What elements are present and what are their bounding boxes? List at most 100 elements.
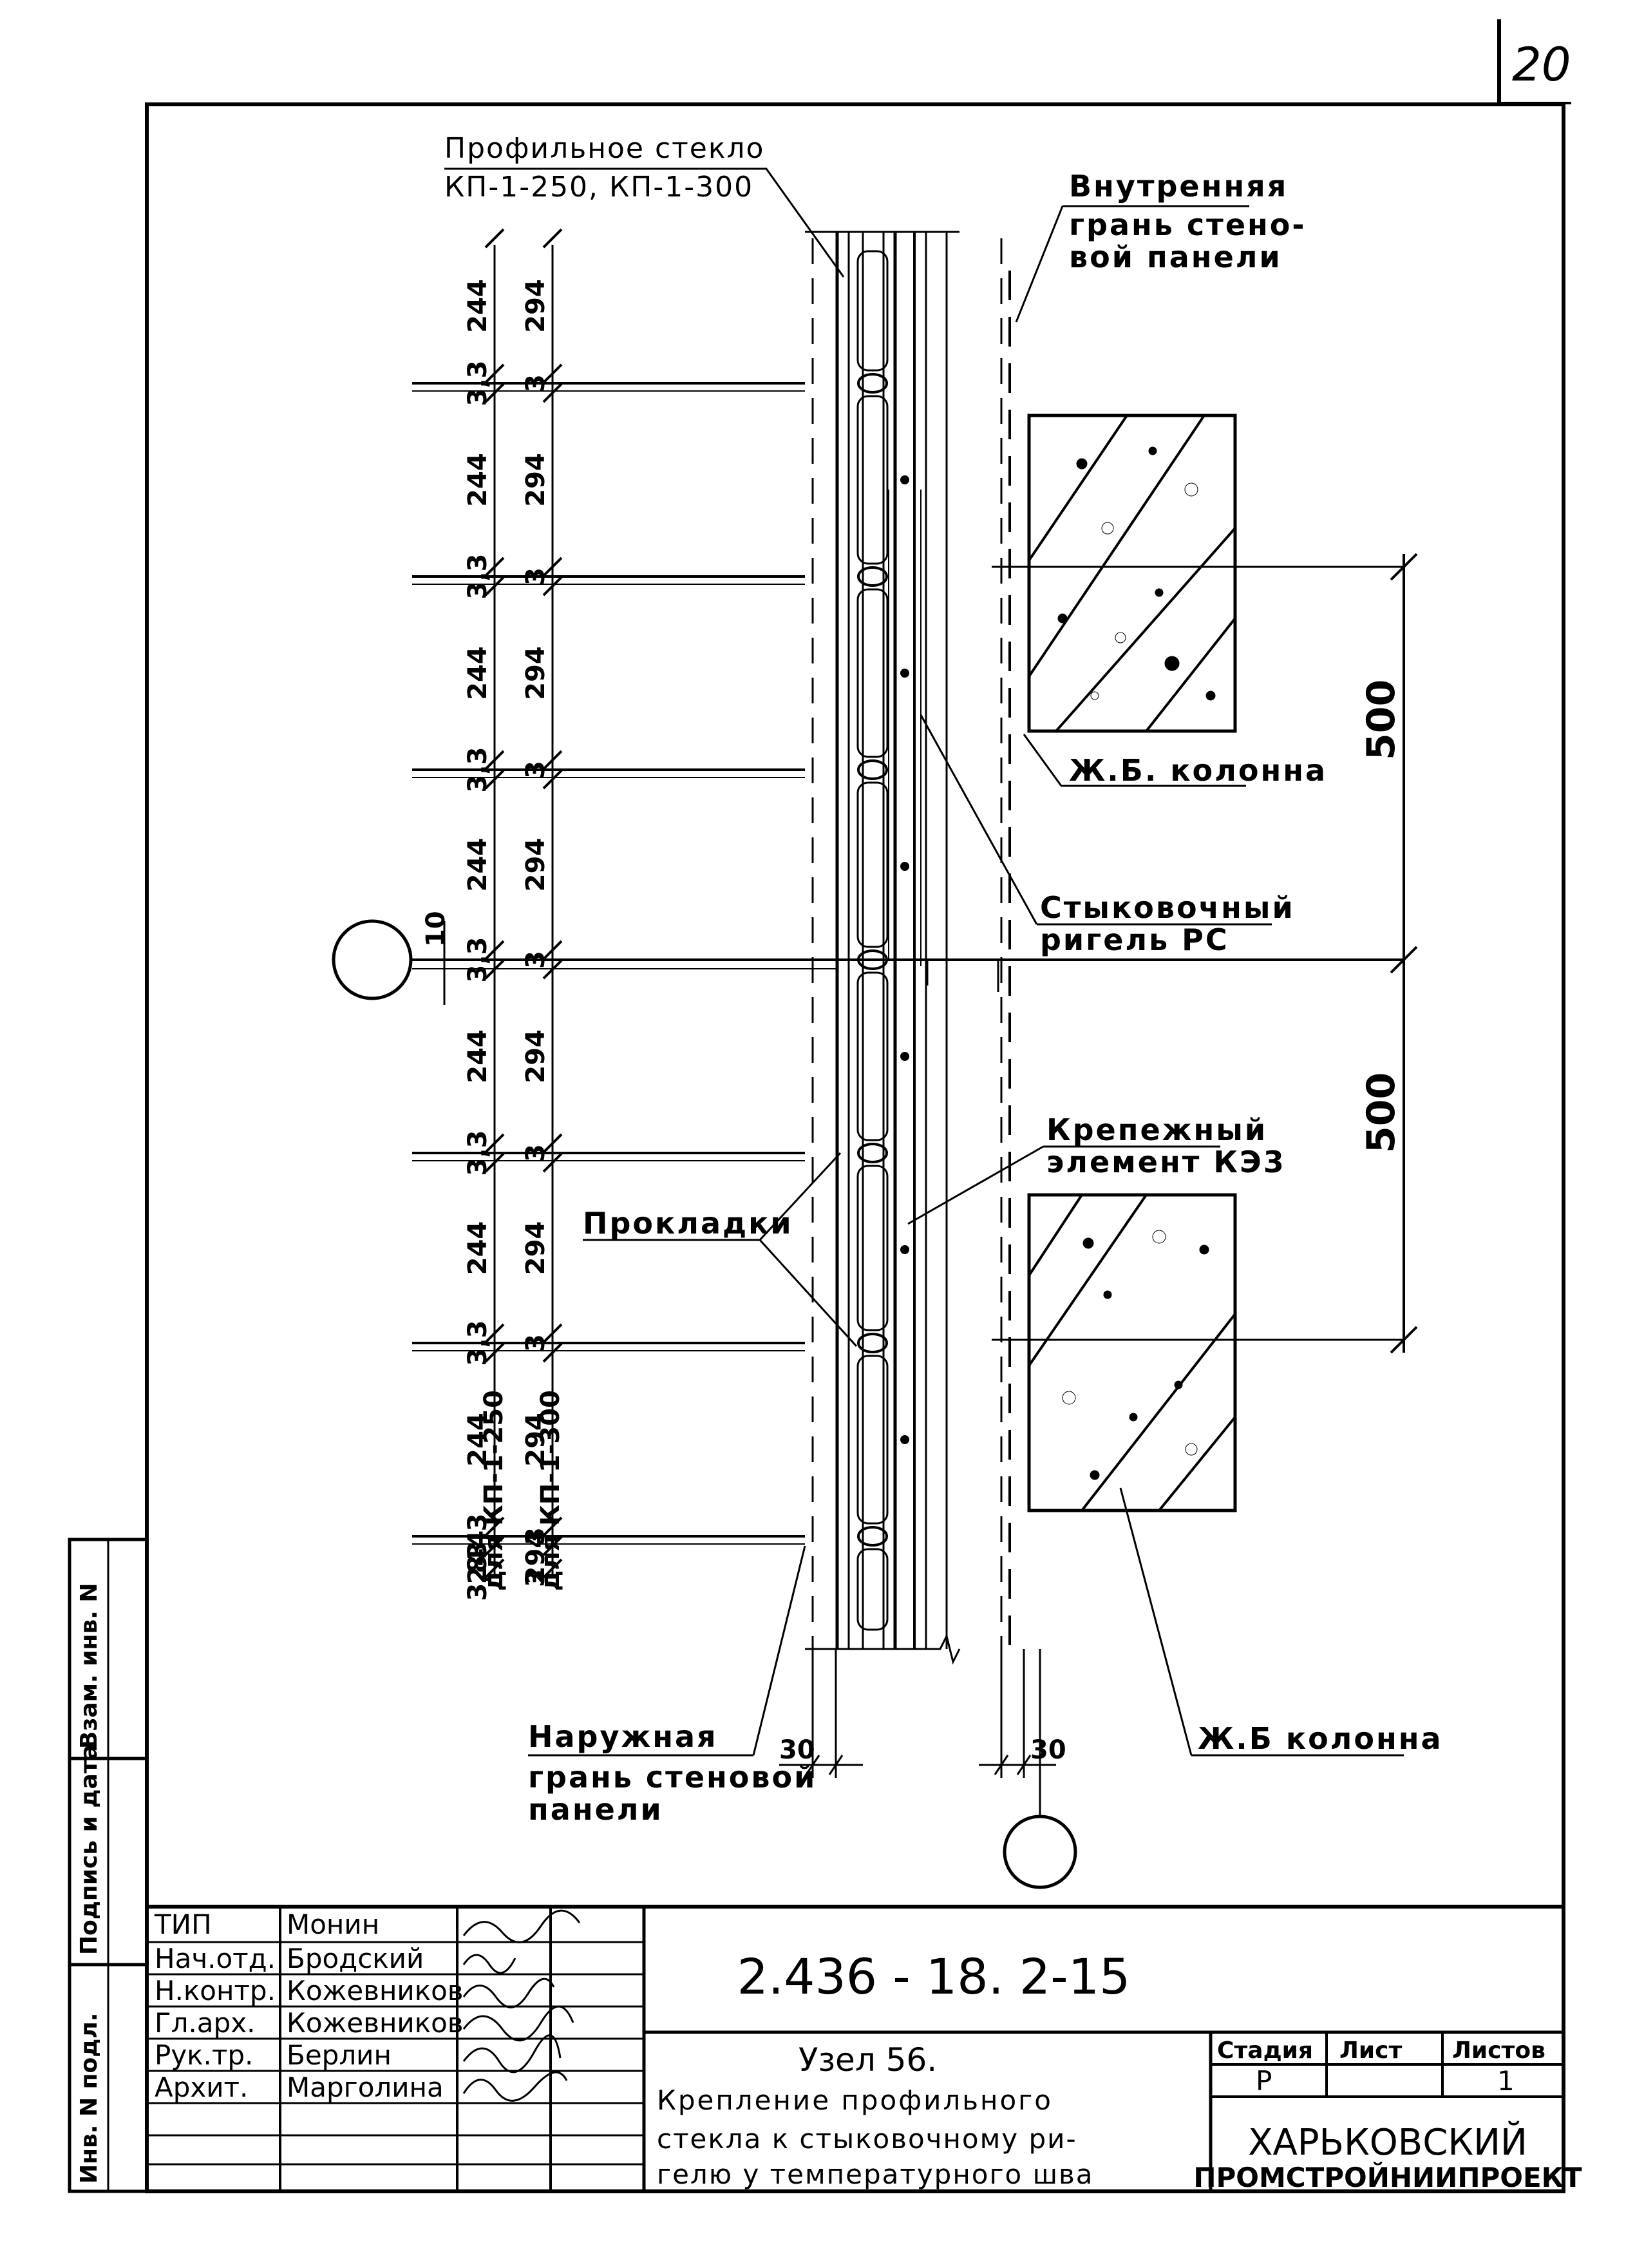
glass-assembly <box>805 231 1003 1665</box>
dimension-tick <box>484 576 505 596</box>
span-2-value: 500 <box>1359 1072 1404 1153</box>
dimension-tick <box>542 769 563 790</box>
fastener-dot <box>900 1052 909 1061</box>
dimension-tick <box>542 576 563 596</box>
label-profile-glass: Профильное стекло <box>444 132 764 165</box>
glass-cells <box>856 250 889 1631</box>
dimension-value: 294 <box>521 1221 551 1275</box>
fastener-dot <box>900 862 909 871</box>
stamp-inv-no: Инв. N подл. <box>76 2013 102 2184</box>
fastener-dots <box>900 475 909 1444</box>
title-line-1: Крепление профильного <box>657 2084 1053 2116</box>
dimension-tick <box>484 1133 505 1154</box>
dimension-tick <box>542 228 563 249</box>
dimension-tick <box>542 1323 563 1344</box>
offset-right-value: 30 <box>1030 1735 1066 1765</box>
tb-name-4: Берлин <box>287 2039 392 2071</box>
dimension-tick <box>484 1323 505 1344</box>
fastener-dot <box>900 669 909 678</box>
label-fastener-1: Крепежный <box>1046 1112 1267 1147</box>
dimension-tick <box>484 1558 505 1579</box>
label-gaskets: Прокладки <box>583 1206 793 1241</box>
sheets-header: Листов <box>1452 2037 1545 2064</box>
label-outer-face-3: панели <box>528 1792 663 1827</box>
label-inner-face-2: грань стено- <box>1069 207 1307 242</box>
sheets-value: 1 <box>1497 2065 1515 2097</box>
dimension-tick <box>542 1516 563 1537</box>
gasket <box>857 1526 888 1547</box>
dimension-tick <box>542 940 563 960</box>
dimension-value: 3 <box>521 1144 551 1162</box>
label-for-kp-300: для КП-1-300 <box>536 1390 565 1591</box>
dimension-tick <box>542 1152 563 1173</box>
glass-cell <box>856 1355 889 1525</box>
fastener-dot <box>900 1435 909 1444</box>
span-1-value: 500 <box>1359 680 1404 760</box>
gasket <box>857 1333 888 1353</box>
label-outer-face-1: Наружная <box>528 1719 718 1754</box>
span-dimension <box>1390 553 1418 1354</box>
tb-name-1: Бродский <box>287 1943 424 1974</box>
dimension-column-250: 2443,32443,32443,32443,32443,32443,32443… <box>463 228 505 1601</box>
tb-name-3: Кожевников <box>287 2007 464 2039</box>
side-stamp: Инв. N подл. Подпись и дата Взам. инв. N <box>68 1538 149 2193</box>
dimension-tick <box>484 1342 505 1363</box>
dimension-tick <box>484 1152 505 1173</box>
dimension-value: 244 <box>463 1413 493 1467</box>
label-outer-face-2: грань стеновой <box>528 1760 817 1795</box>
dimension-value: 244 <box>463 646 493 700</box>
gasket <box>857 373 888 394</box>
title-line-2: стекла к стыковочному ри- <box>657 2123 1077 2155</box>
dimension-tick <box>484 383 505 403</box>
axis-marker-bottom <box>1003 1815 1077 1889</box>
dimension-value: 244 <box>463 453 493 507</box>
glass-cell <box>856 1165 889 1331</box>
label-inner-face-3: вой панели <box>1069 240 1282 274</box>
stage-header: Стадия <box>1217 2037 1313 2064</box>
title-block-signatures <box>462 1909 581 2102</box>
panel-joints <box>412 373 888 1547</box>
tb-name-0: Монин <box>287 1909 379 1940</box>
dimension-value: 294 <box>521 838 551 892</box>
dimension-value: 3 <box>521 1334 551 1352</box>
rigel-joint <box>412 958 1404 992</box>
offset-left-value: 30 <box>779 1735 815 1765</box>
axis-gap-value: 10 <box>421 911 451 947</box>
dimension-tick <box>484 1516 505 1537</box>
dimension-tick <box>542 1133 563 1154</box>
dimension-tick <box>484 750 505 770</box>
sheet-number-box: 20 <box>1497 19 1571 104</box>
dimension-value: 3 <box>521 567 551 586</box>
fastener-dot <box>900 1245 909 1254</box>
glass-cell <box>856 588 889 758</box>
title-block-grid <box>147 1905 1564 2191</box>
tb-role-3: Гл.арх. <box>155 2007 255 2039</box>
tb-role-5: Архит. <box>155 2072 248 2103</box>
title-node: Узел 56. <box>799 2041 937 2079</box>
dimension-tick <box>484 363 505 384</box>
title-line-3: гелю у температурного шва <box>657 2158 1094 2190</box>
dimension-value: 294 <box>521 646 551 700</box>
label-for-kp-250: для КП-1-250 <box>479 1390 509 1591</box>
glass-cell <box>856 781 889 948</box>
dimension-tick <box>484 557 505 577</box>
dimension-value: 3,8 <box>463 1556 493 1601</box>
gasket <box>857 566 888 587</box>
glass-cell <box>856 1548 889 1631</box>
tb-role-0: ТИП <box>154 1909 212 1940</box>
dimension-value: 294 <box>521 1413 551 1467</box>
document-code: 2.436 - 18. 2-15 <box>737 1948 1131 2005</box>
glass-cell <box>856 250 889 372</box>
stage-value: Р <box>1256 2065 1272 2097</box>
dimension-tick <box>542 383 563 403</box>
stamp-replacement: Взам. инв. N <box>76 1583 102 1749</box>
sheet-header: Лист <box>1339 2037 1402 2064</box>
dimension-tick <box>542 1536 563 1556</box>
dimension-value: 3 <box>521 1527 551 1545</box>
org-name-1: ХАРЬКОВСКИЙ <box>1248 2121 1527 2164</box>
dimension-value: 3 <box>521 951 551 969</box>
dimension-value: 244 <box>463 1029 493 1083</box>
label-rigel-2: ригель РС <box>1040 922 1229 957</box>
